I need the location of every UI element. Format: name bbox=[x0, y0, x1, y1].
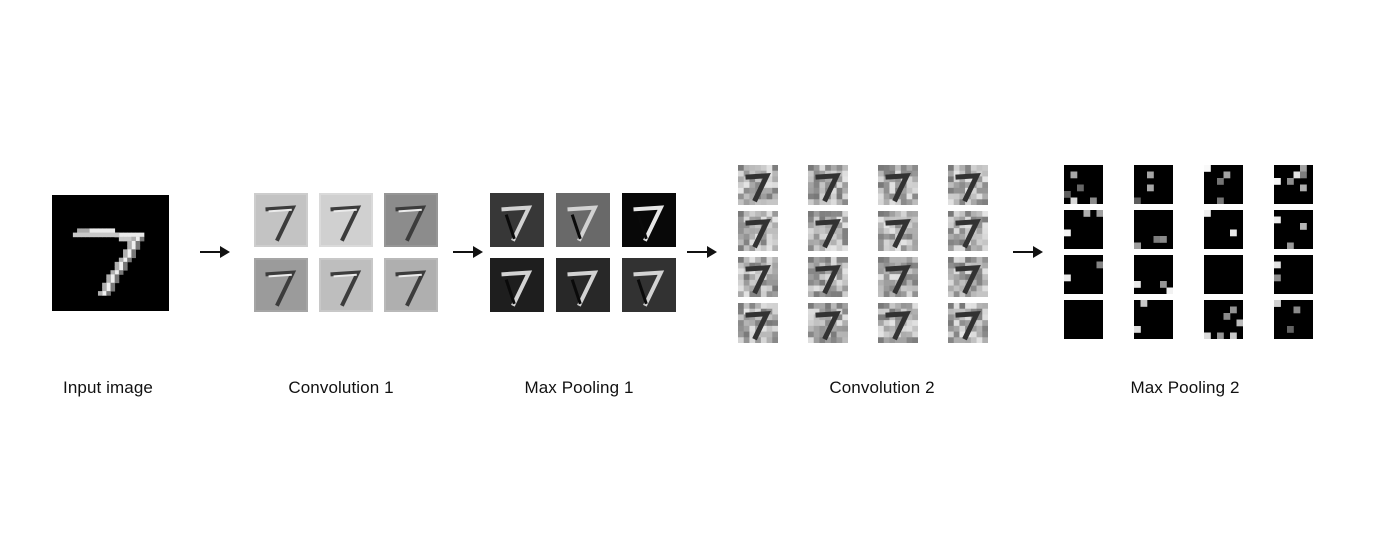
label-input-image: Input image bbox=[63, 378, 153, 397]
pool1-map-5 bbox=[556, 258, 610, 312]
label-convolution-1: Convolution 1 bbox=[288, 378, 394, 397]
conv2-map-16 bbox=[948, 303, 988, 343]
conv2-map-15 bbox=[878, 303, 918, 343]
pool2-map-14 bbox=[1134, 300, 1173, 339]
pool2-map-10 bbox=[1134, 255, 1173, 294]
pool2-map-13 bbox=[1064, 300, 1103, 339]
conv2-map-4 bbox=[948, 165, 988, 205]
pool2-map-9 bbox=[1064, 255, 1103, 294]
pool2-map-2 bbox=[1134, 165, 1173, 204]
pool1-map-3 bbox=[622, 193, 676, 247]
conv2-map-2 bbox=[808, 165, 848, 205]
arrow-conv2-to-pool2 bbox=[1013, 246, 1043, 258]
input-image-digit-7 bbox=[52, 195, 169, 311]
pool1-map-2 bbox=[556, 193, 610, 247]
pool2-map-11 bbox=[1204, 255, 1243, 294]
conv1-map-2 bbox=[319, 193, 373, 247]
conv2-map-10 bbox=[808, 257, 848, 297]
pool1-map-1 bbox=[490, 193, 544, 247]
pool2-map-16 bbox=[1274, 300, 1313, 339]
arrow-conv1-to-pool1 bbox=[453, 246, 483, 258]
conv1-map-5 bbox=[319, 258, 373, 312]
conv2-map-3 bbox=[878, 165, 918, 205]
conv2-map-9 bbox=[738, 257, 778, 297]
max-pooling-1-feature-maps bbox=[490, 193, 676, 314]
conv2-map-7 bbox=[878, 211, 918, 251]
pool2-map-5 bbox=[1064, 210, 1103, 249]
conv1-map-6 bbox=[384, 258, 438, 312]
convolution-2-feature-maps bbox=[738, 165, 990, 343]
conv2-map-5 bbox=[738, 211, 778, 251]
label-max-pooling-1: Max Pooling 1 bbox=[524, 378, 634, 397]
conv2-map-8 bbox=[948, 211, 988, 251]
convolution-1-feature-maps bbox=[254, 193, 438, 314]
pool1-map-6 bbox=[622, 258, 676, 312]
conv2-map-1 bbox=[738, 165, 778, 205]
pool2-map-15 bbox=[1204, 300, 1243, 339]
conv1-map-1 bbox=[254, 193, 308, 247]
conv2-map-14 bbox=[808, 303, 848, 343]
conv2-map-11 bbox=[878, 257, 918, 297]
max-pooling-2-feature-maps bbox=[1064, 165, 1315, 342]
pool2-map-7 bbox=[1204, 210, 1243, 249]
arrow-input-to-conv1 bbox=[200, 246, 230, 258]
conv2-map-6 bbox=[808, 211, 848, 251]
pool2-map-3 bbox=[1204, 165, 1243, 204]
arrow-pool1-to-conv2 bbox=[687, 246, 717, 258]
label-convolution-2: Convolution 2 bbox=[829, 378, 935, 397]
conv1-map-3 bbox=[384, 193, 438, 247]
pool2-map-8 bbox=[1274, 210, 1313, 249]
label-max-pooling-2: Max Pooling 2 bbox=[1130, 378, 1240, 397]
pool1-map-4 bbox=[490, 258, 544, 312]
pool2-map-4 bbox=[1274, 165, 1313, 204]
pool2-map-1 bbox=[1064, 165, 1103, 204]
pool2-map-6 bbox=[1134, 210, 1173, 249]
conv2-map-13 bbox=[738, 303, 778, 343]
pool2-map-12 bbox=[1274, 255, 1313, 294]
conv1-map-4 bbox=[254, 258, 308, 312]
conv2-map-12 bbox=[948, 257, 988, 297]
